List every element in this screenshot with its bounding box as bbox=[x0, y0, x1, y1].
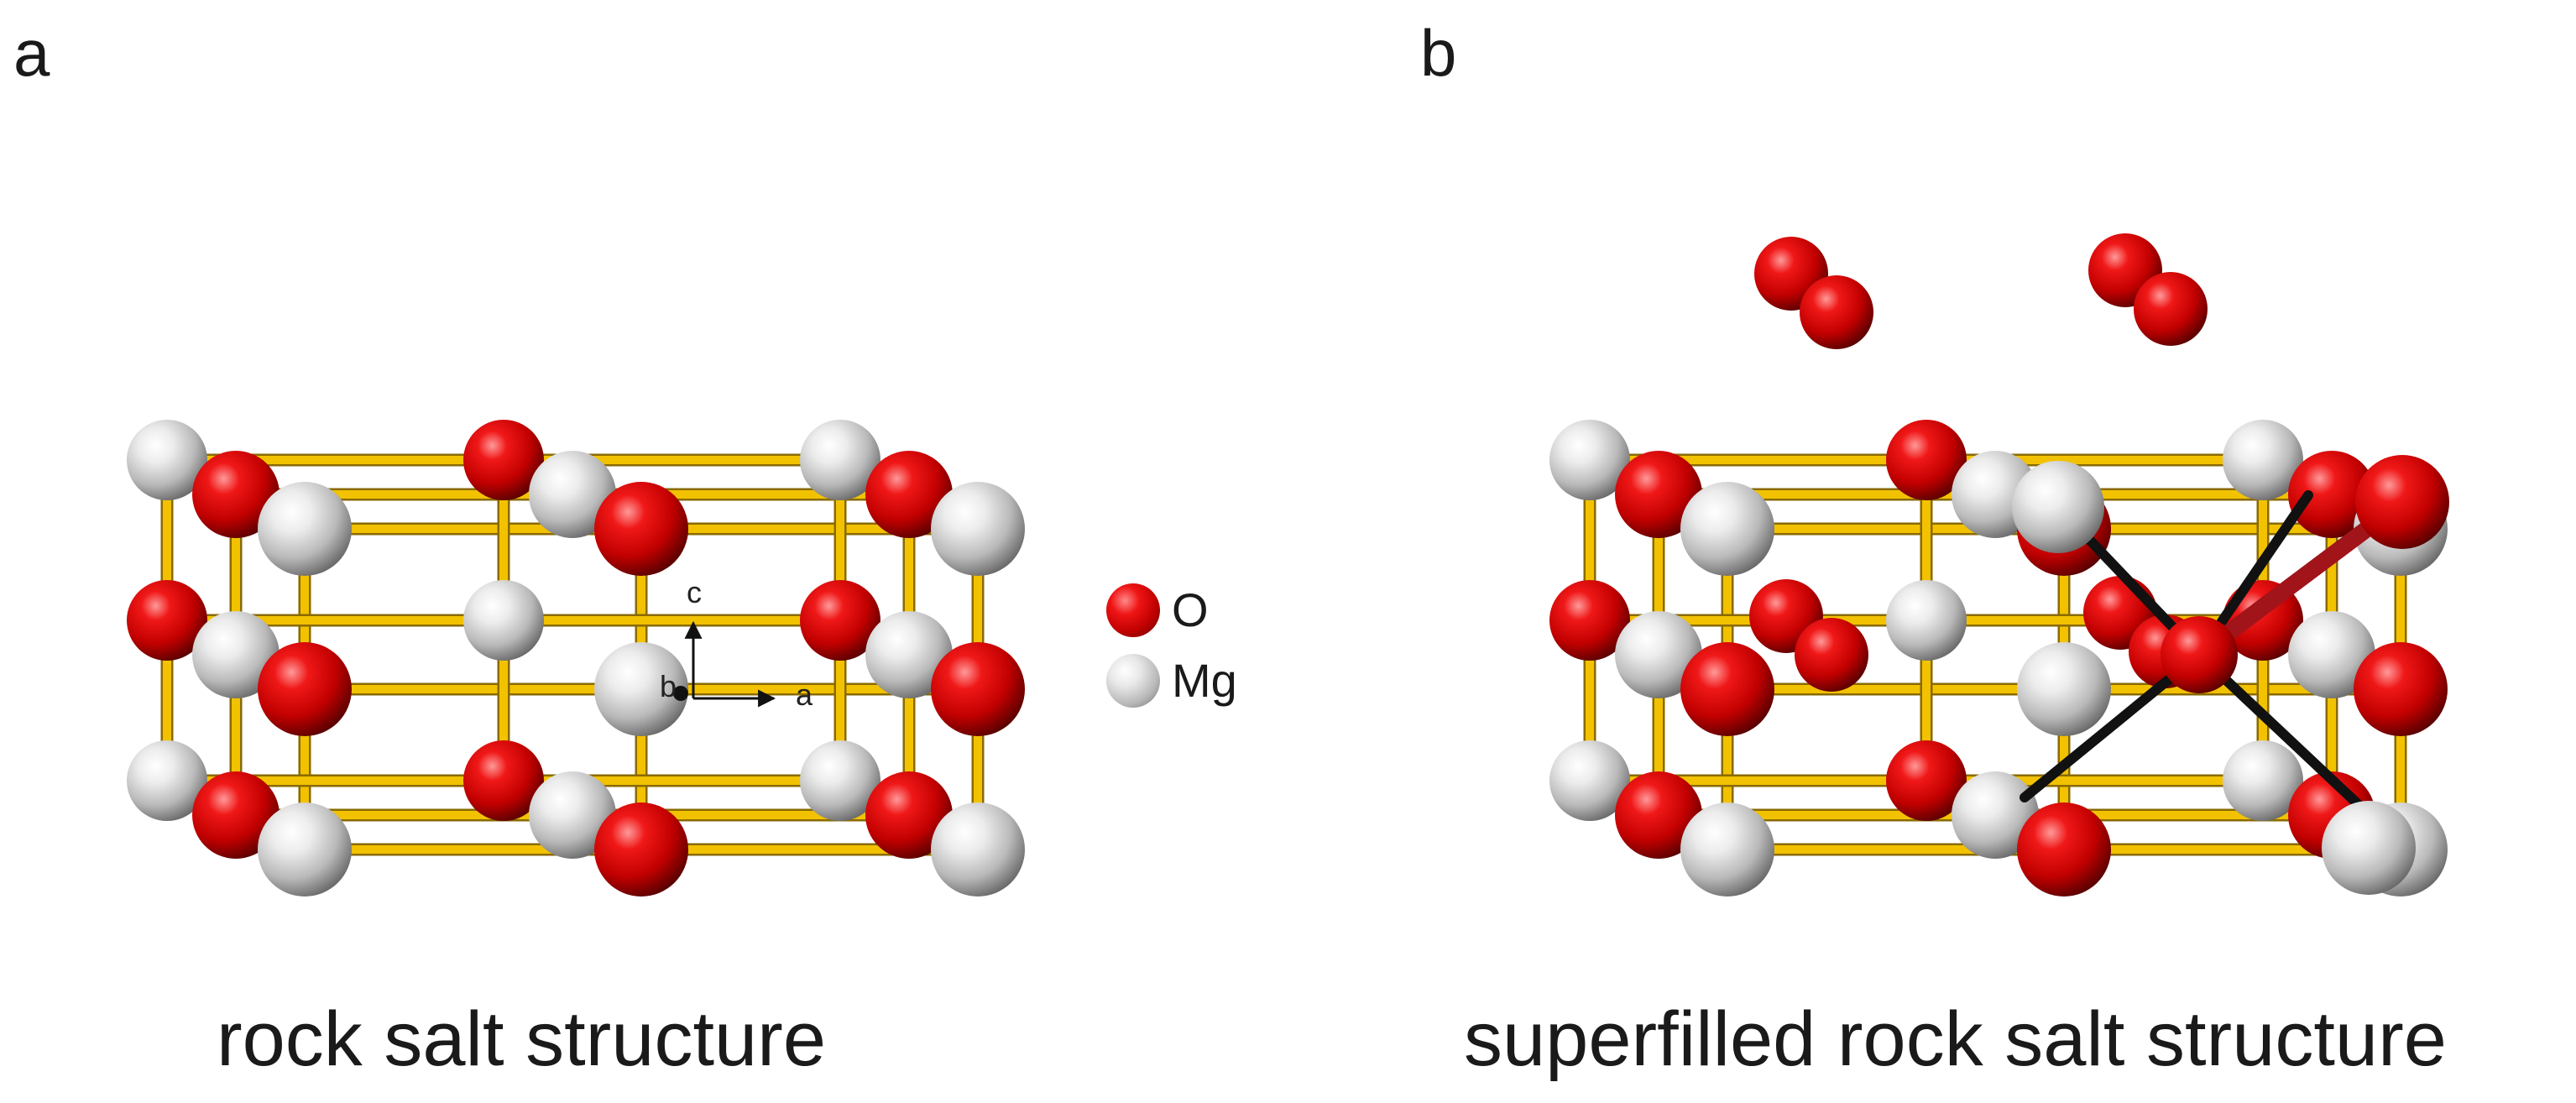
highlight-bond bbox=[2194, 650, 2374, 819]
magnesium-atom bbox=[1680, 802, 1774, 897]
oxygen-atom bbox=[594, 482, 688, 576]
oxygen-atom bbox=[2288, 451, 2375, 538]
oxygen-atom bbox=[594, 802, 688, 897]
panel-a-rock-salt bbox=[127, 420, 1025, 897]
magnesium-atom bbox=[800, 740, 880, 821]
oxygen-atom bbox=[931, 642, 1025, 736]
interstitial-oxygen-atom bbox=[1800, 275, 1873, 349]
magnesium-atom bbox=[1615, 611, 1702, 698]
magnesium-atom bbox=[127, 420, 207, 500]
magnesium-atom bbox=[931, 802, 1025, 897]
panel-label-b: b bbox=[1420, 16, 1457, 90]
oxygen-atom bbox=[463, 740, 544, 821]
oxygen-atom bbox=[2017, 802, 2111, 897]
magnesium-atom bbox=[1549, 740, 1630, 821]
magnesium-atom bbox=[931, 482, 1025, 576]
magnesium-atom bbox=[800, 420, 880, 500]
atom-layer bbox=[1549, 233, 2448, 897]
central-oxygen-atom bbox=[2161, 616, 2238, 693]
atom-layer bbox=[127, 420, 1025, 897]
interstitial-oxygen-atom bbox=[1795, 618, 1868, 692]
magnesium-atom bbox=[865, 611, 953, 698]
oxygen-atom bbox=[192, 771, 280, 859]
legend-label-oxygen: O bbox=[1172, 583, 1209, 636]
magnesium-atom bbox=[258, 802, 352, 897]
magnesium-atom bbox=[463, 580, 544, 661]
oxygen-atom bbox=[192, 451, 280, 538]
magnesium-atom bbox=[1549, 420, 1630, 500]
b-axis-dot bbox=[673, 686, 688, 701]
magnesium-atom bbox=[2223, 420, 2303, 500]
caption-rock-salt: rock salt structure bbox=[217, 996, 826, 1082]
magnesium-atom bbox=[2017, 642, 2111, 736]
oxygen-atom bbox=[1615, 451, 1702, 538]
legend-item-magnesium: Mg bbox=[1106, 653, 1237, 708]
oxygen-atom bbox=[2354, 642, 2448, 736]
magnesium-atom bbox=[1680, 482, 1774, 576]
magnesium-atom bbox=[127, 740, 207, 821]
magnesium-atom bbox=[2322, 801, 2416, 895]
b-axis-label: b bbox=[660, 669, 677, 703]
interstitial-oxygen-atom bbox=[2134, 272, 2208, 346]
c-axis-label: c bbox=[687, 575, 702, 609]
oxygen-atom bbox=[800, 580, 880, 661]
magnesium-atom bbox=[2012, 461, 2104, 553]
oxygen-atom-icon bbox=[1106, 583, 1160, 637]
oxygen-atom bbox=[1886, 740, 1967, 821]
caption-superfilled-rock-salt: superfilled rock salt structure bbox=[1464, 996, 2447, 1082]
magnesium-atom bbox=[192, 611, 280, 698]
legend-label-magnesium: Mg bbox=[1172, 654, 1237, 707]
magnesium-atom bbox=[2288, 611, 2375, 698]
panel-b-superfilled-rock-salt bbox=[1549, 233, 2449, 897]
panel-label-a: a bbox=[13, 16, 50, 90]
magnesium-atom bbox=[529, 451, 616, 538]
oxygen-atom bbox=[1549, 580, 1630, 661]
oxygen-atom bbox=[463, 420, 544, 500]
oxygen-atom bbox=[127, 580, 207, 661]
oxygen-atom bbox=[865, 451, 953, 538]
magnesium-atom bbox=[594, 642, 688, 736]
oxygen-atom bbox=[1680, 642, 1774, 736]
oxygen-atom bbox=[1886, 420, 1967, 500]
legend-item-oxygen: O bbox=[1106, 583, 1209, 637]
oxygen-atom bbox=[258, 642, 352, 736]
tetrahedral-bonds bbox=[2012, 455, 2449, 895]
magnesium-atom bbox=[1886, 580, 1967, 661]
magnesium-atom bbox=[258, 482, 352, 576]
oxygen-atom bbox=[865, 771, 953, 859]
oxygen-atom bbox=[1615, 771, 1702, 859]
magnesium-atom bbox=[2223, 740, 2303, 821]
a-axis-label: a bbox=[796, 677, 813, 712]
crystal-axes-indicator: c b a bbox=[660, 575, 813, 712]
magnesium-atom bbox=[1952, 771, 2039, 859]
magnesium-atom bbox=[529, 771, 616, 859]
oxygen-atom bbox=[2355, 455, 2449, 549]
magnesium-atom-icon bbox=[1106, 653, 1160, 708]
